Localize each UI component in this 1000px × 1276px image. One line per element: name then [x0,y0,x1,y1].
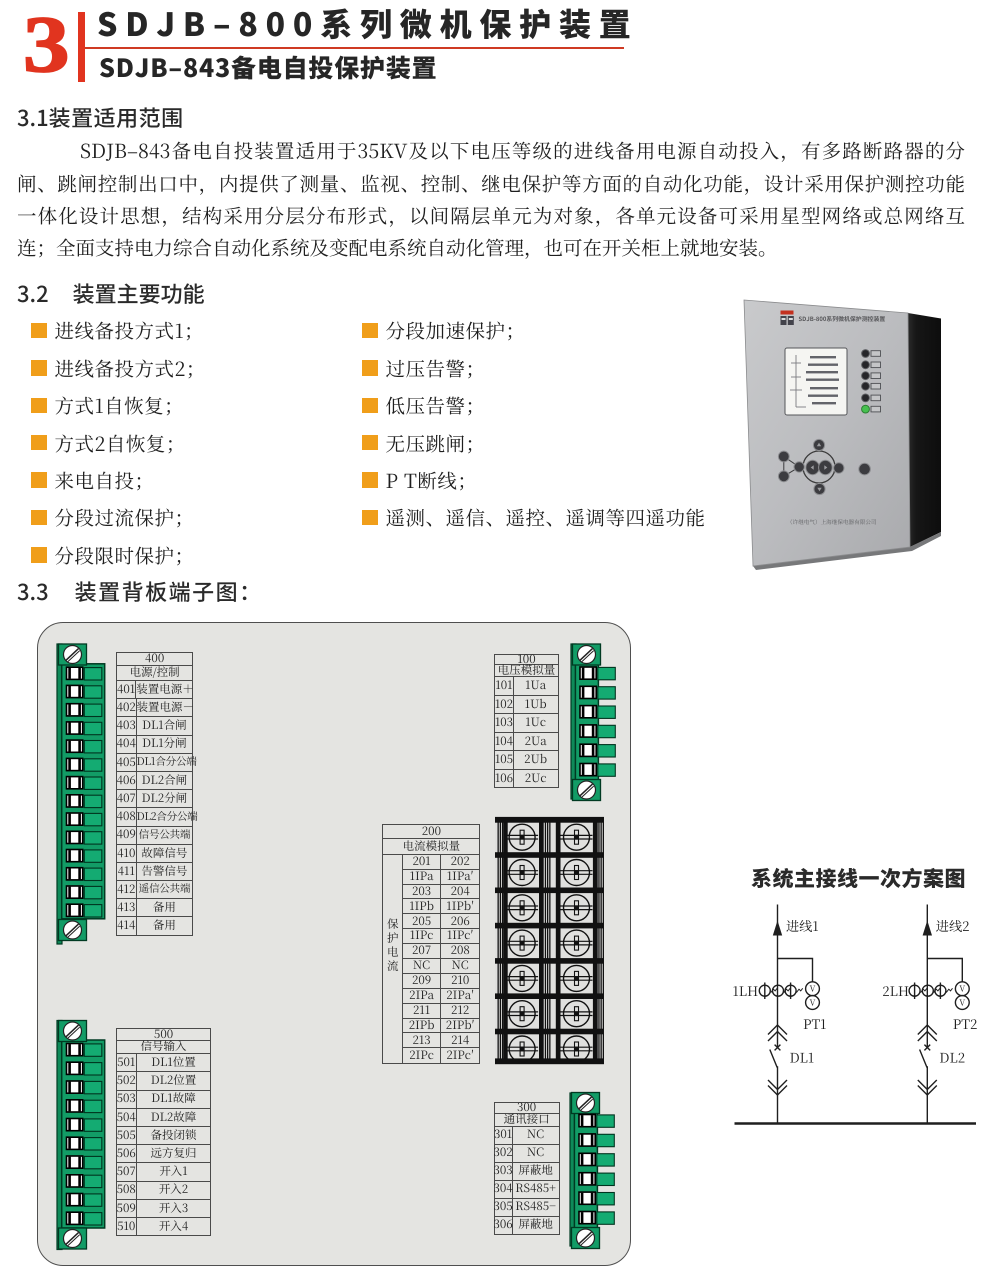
svg-text:进线1: 进线1 [786,916,819,935]
svg-text:DL2: DL2 [939,1048,965,1067]
svg-text:SDJB-800系列微机保护测控装置: SDJB-800系列微机保护测控装置 [799,314,886,323]
svg-text:DL1: DL1 [790,1048,815,1067]
svg-text:V: V [959,996,965,1008]
svg-text:进线2: 进线2 [936,916,970,935]
svg-text:1LH: 1LH [733,981,759,1000]
svg-text:V: V [959,983,965,995]
svg-text:V: V [809,983,815,995]
svg-text:V: V [809,996,815,1008]
svg-text:PT1: PT1 [803,1014,826,1033]
svg-text:PT2: PT2 [953,1014,978,1033]
svg-text:2LH: 2LH [882,981,909,1000]
svg-text:（许继电气）上海继保电器有限公司: （许继电气）上海继保电器有限公司 [787,518,877,526]
